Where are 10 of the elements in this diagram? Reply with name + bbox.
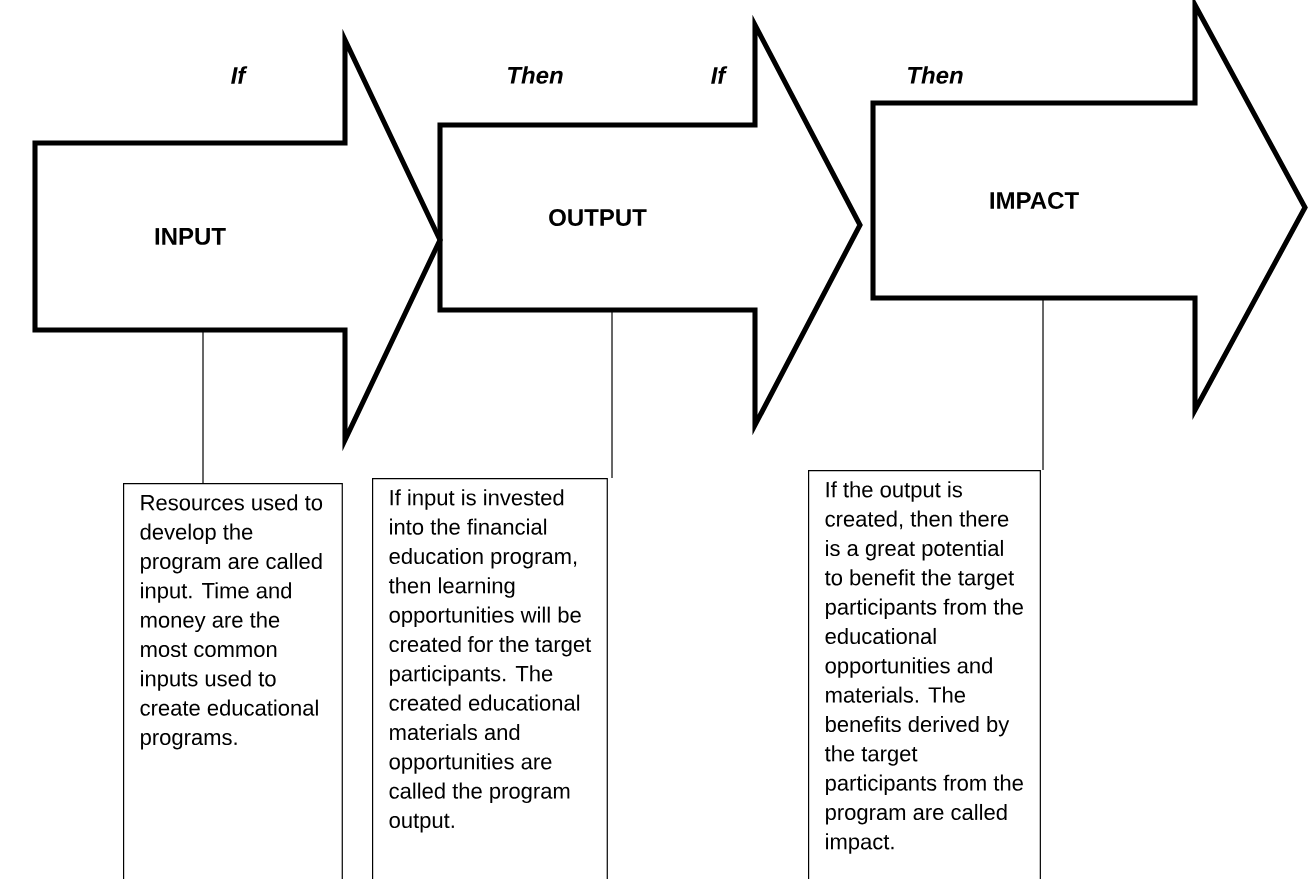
connector-line bbox=[611, 309, 613, 479]
heading-label: Then bbox=[908, 66, 963, 84]
connector-line bbox=[202, 329, 204, 484]
heading-label: If bbox=[231, 66, 248, 84]
text-box: If input is invested into the financial education program, then learning opportunities will be created for the target participants. The created educational materials and opportunities are called the program output. bbox=[372, 478, 608, 879]
heading-label: If bbox=[711, 66, 728, 84]
text-box: Resources used to develop the program are called input. Time and money are the most common inputs used to create educational programs. bbox=[123, 483, 343, 879]
connector-line bbox=[1042, 297, 1044, 471]
heading-label: Then bbox=[508, 66, 563, 84]
text-box: If the output is created, then there is a great potential to benefit the target participants from the educational opportunities and materials. The benefits derived by the target participants from the program are called impact. bbox=[808, 470, 1041, 879]
